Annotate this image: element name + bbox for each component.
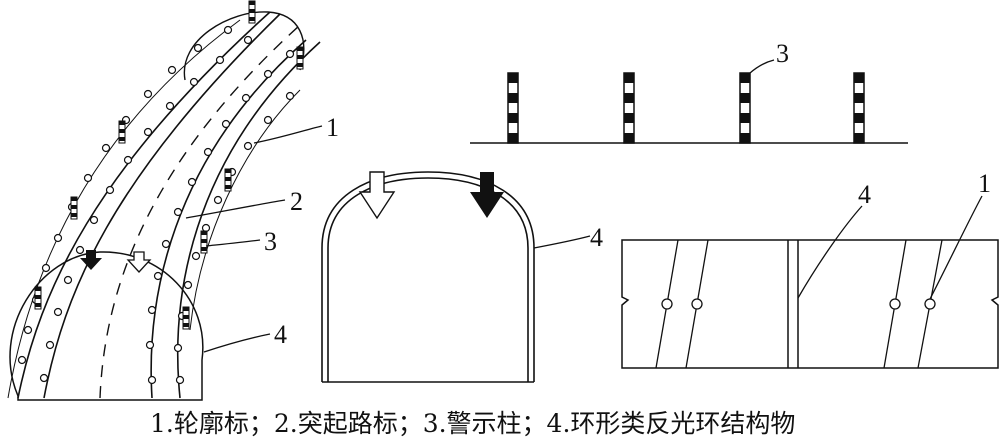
label-4-arch: 4: [590, 223, 603, 252]
warning-posts-perspective: [34, 0, 304, 330]
warning-post-4: [853, 72, 865, 144]
road-contour-right: [189, 89, 301, 331]
road-edge-right: [176, 41, 321, 399]
label-2-raised-marker: 2: [290, 187, 303, 216]
road-center-line: [99, 24, 301, 399]
label-3-warning-post: 3: [264, 227, 277, 256]
arrow-down-hollow-icon: [126, 251, 152, 273]
label-3-posts: 3: [776, 39, 789, 68]
road-contour-left: [7, 19, 241, 399]
label-1-plan: 1: [978, 169, 991, 198]
warning-post-1: [507, 72, 519, 144]
tunnel-arch-section: [321, 171, 535, 383]
delineators-right: [145, 49, 295, 385]
label-4-plan: 4: [858, 180, 871, 209]
road-plan-view: [621, 239, 999, 369]
ring-far: [183, 11, 305, 81]
arrow-down-filled-icon: [80, 250, 102, 270]
leaders-left: [185, 125, 323, 353]
plan-delineators: [661, 298, 936, 310]
road-edge-left-inner: [43, 13, 281, 399]
arch-inner: [327, 177, 529, 382]
road-edge-left: [17, 11, 271, 399]
warning-posts-elevation: [470, 59, 908, 144]
road-edge-right-inner: [150, 39, 307, 399]
arrow-down-hollow-icon: [358, 171, 396, 220]
ring-near: [9, 251, 204, 401]
figure-caption: 1.轮廓标；2.突起路标；3.警示柱；4.环形类反光环结构物: [150, 409, 796, 438]
arrow-down-filled-icon: [470, 172, 504, 218]
label-4-ring-structure: 4: [274, 320, 287, 349]
label-1-delineator: 1: [326, 113, 339, 142]
warning-post-3: [739, 72, 751, 144]
warning-post-2: [623, 72, 635, 144]
plan-boundary: [621, 239, 999, 369]
arch-outer: [321, 171, 535, 382]
